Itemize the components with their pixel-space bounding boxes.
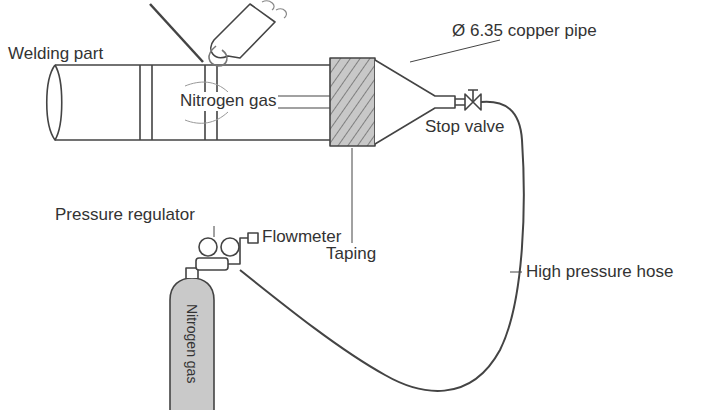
nitrogen-cylinder [170,278,214,410]
cylinder-label: Nitrogen gas [184,304,199,383]
leader-line [214,226,215,237]
valve-handle [468,90,478,102]
pressure-gauge [199,238,217,256]
welding-torch [211,4,275,58]
flame [209,46,227,66]
leader-line [410,40,500,62]
leader-line [352,148,353,243]
welding-rod [150,4,203,62]
part-label: Pressure regulator [55,206,195,225]
part-label: Flowmeter [262,228,341,247]
torch-hose [262,1,286,18]
small-pipe [455,99,465,105]
part-label: Ø 6.35 copper pipe [452,22,597,41]
part-label: Taping [326,245,376,264]
pipe-end [47,65,62,140]
part-label: Stop valve [425,118,504,137]
leader-line [510,272,522,273]
part-label: Welding part [8,45,103,64]
taping [330,58,375,146]
pressure-gauge [221,238,239,256]
part-label: High pressure hose [526,263,673,282]
flowmeter-tube [248,233,258,243]
regulator-body [196,258,228,270]
high-pressure-hose [240,102,524,391]
part-label: Nitrogen gas [178,92,278,111]
pipe-wall [55,65,330,140]
